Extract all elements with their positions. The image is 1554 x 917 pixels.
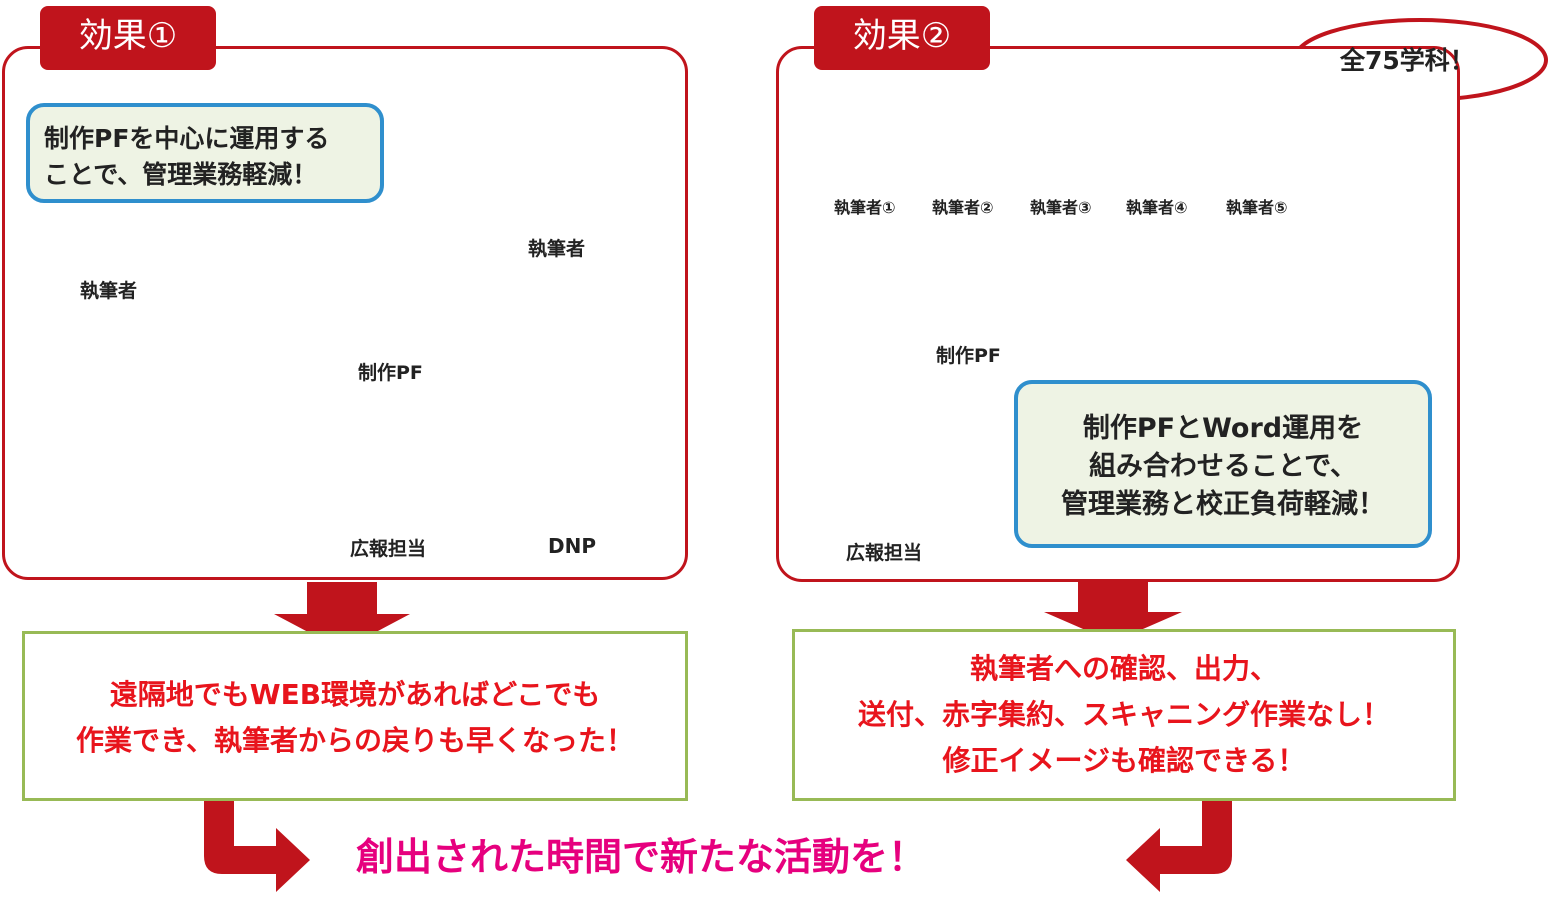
effect2-bubble-line2: 組み合わせることで、 [1088, 451, 1358, 482]
dnp-label: DNP [548, 534, 596, 558]
bent-arrow-right [1126, 800, 1232, 892]
dnp-sign-text: DNP [568, 437, 595, 450]
platform-label: 制作PF [358, 362, 423, 384]
effect2-bubble-line3: 管理業務と校正負荷軽減！ [1061, 489, 1385, 520]
callout-text: 全75学科！ [1340, 46, 1475, 75]
effect1-bubble: 制作PFを中心に運用する ことで、管理業務軽減！ [26, 103, 384, 203]
effect2-result-box: 執筆者への確認、出力、 送付、赤字集約、スキャニング作業なし！ 修正イメージも確… [792, 629, 1456, 801]
effect1-result-box: 遠隔地でもWEB環境があればどこでも 作業でき、執筆者からの戻りも早くなった！ [22, 631, 688, 801]
pr-label: 広報担当 [350, 538, 427, 560]
effect2-tab: 効果② [814, 6, 990, 70]
writer-2-label: 執筆者② [932, 198, 994, 217]
down-arrow-right [1044, 582, 1182, 642]
writer-5-label: 執筆者⑤ [1226, 198, 1288, 217]
effect1-result-line1: 遠隔地でもWEB環境があればどこでも [109, 678, 601, 711]
writer-left-label: 執筆者 [80, 280, 138, 302]
writer-3-label: 執筆者③ [1030, 198, 1092, 217]
effect2-bubble: 制作PFとWord運用を 組み合わせることで、 管理業務と校正負荷軽減！ [1014, 380, 1432, 548]
effect1-bubble-line2: ことで、管理業務軽減！ [44, 160, 318, 189]
pr-2-label: 広報担当 [846, 542, 923, 564]
platform-2-label: 制作PF [936, 345, 1001, 367]
conclusion-text: 創出された時間で新たな活動を！ [356, 835, 927, 879]
effect1-bubble-line1: 制作PFを中心に運用する [44, 124, 330, 153]
writer-top-label: 執筆者 [528, 238, 586, 260]
bent-arrow-left [204, 800, 310, 892]
effect2-result-line3: 修正イメージも確認できる！ [942, 744, 1306, 777]
effect1-tab: 効果① [40, 6, 216, 70]
effect2-bubble-line1: 制作PFとWord運用を [1082, 413, 1364, 444]
effect2-result-line1: 執筆者への確認、出力、 [969, 652, 1278, 685]
effect2-result-line2: 送付、赤字集約、スキャニング作業なし！ [857, 698, 1390, 731]
effect1-result-line2: 作業でき、執筆者からの戻りも早くなった！ [75, 724, 635, 757]
writer-1-label: 執筆者① [834, 198, 896, 217]
down-arrow-left [274, 582, 410, 650]
writer-4-label: 執筆者④ [1126, 198, 1188, 217]
